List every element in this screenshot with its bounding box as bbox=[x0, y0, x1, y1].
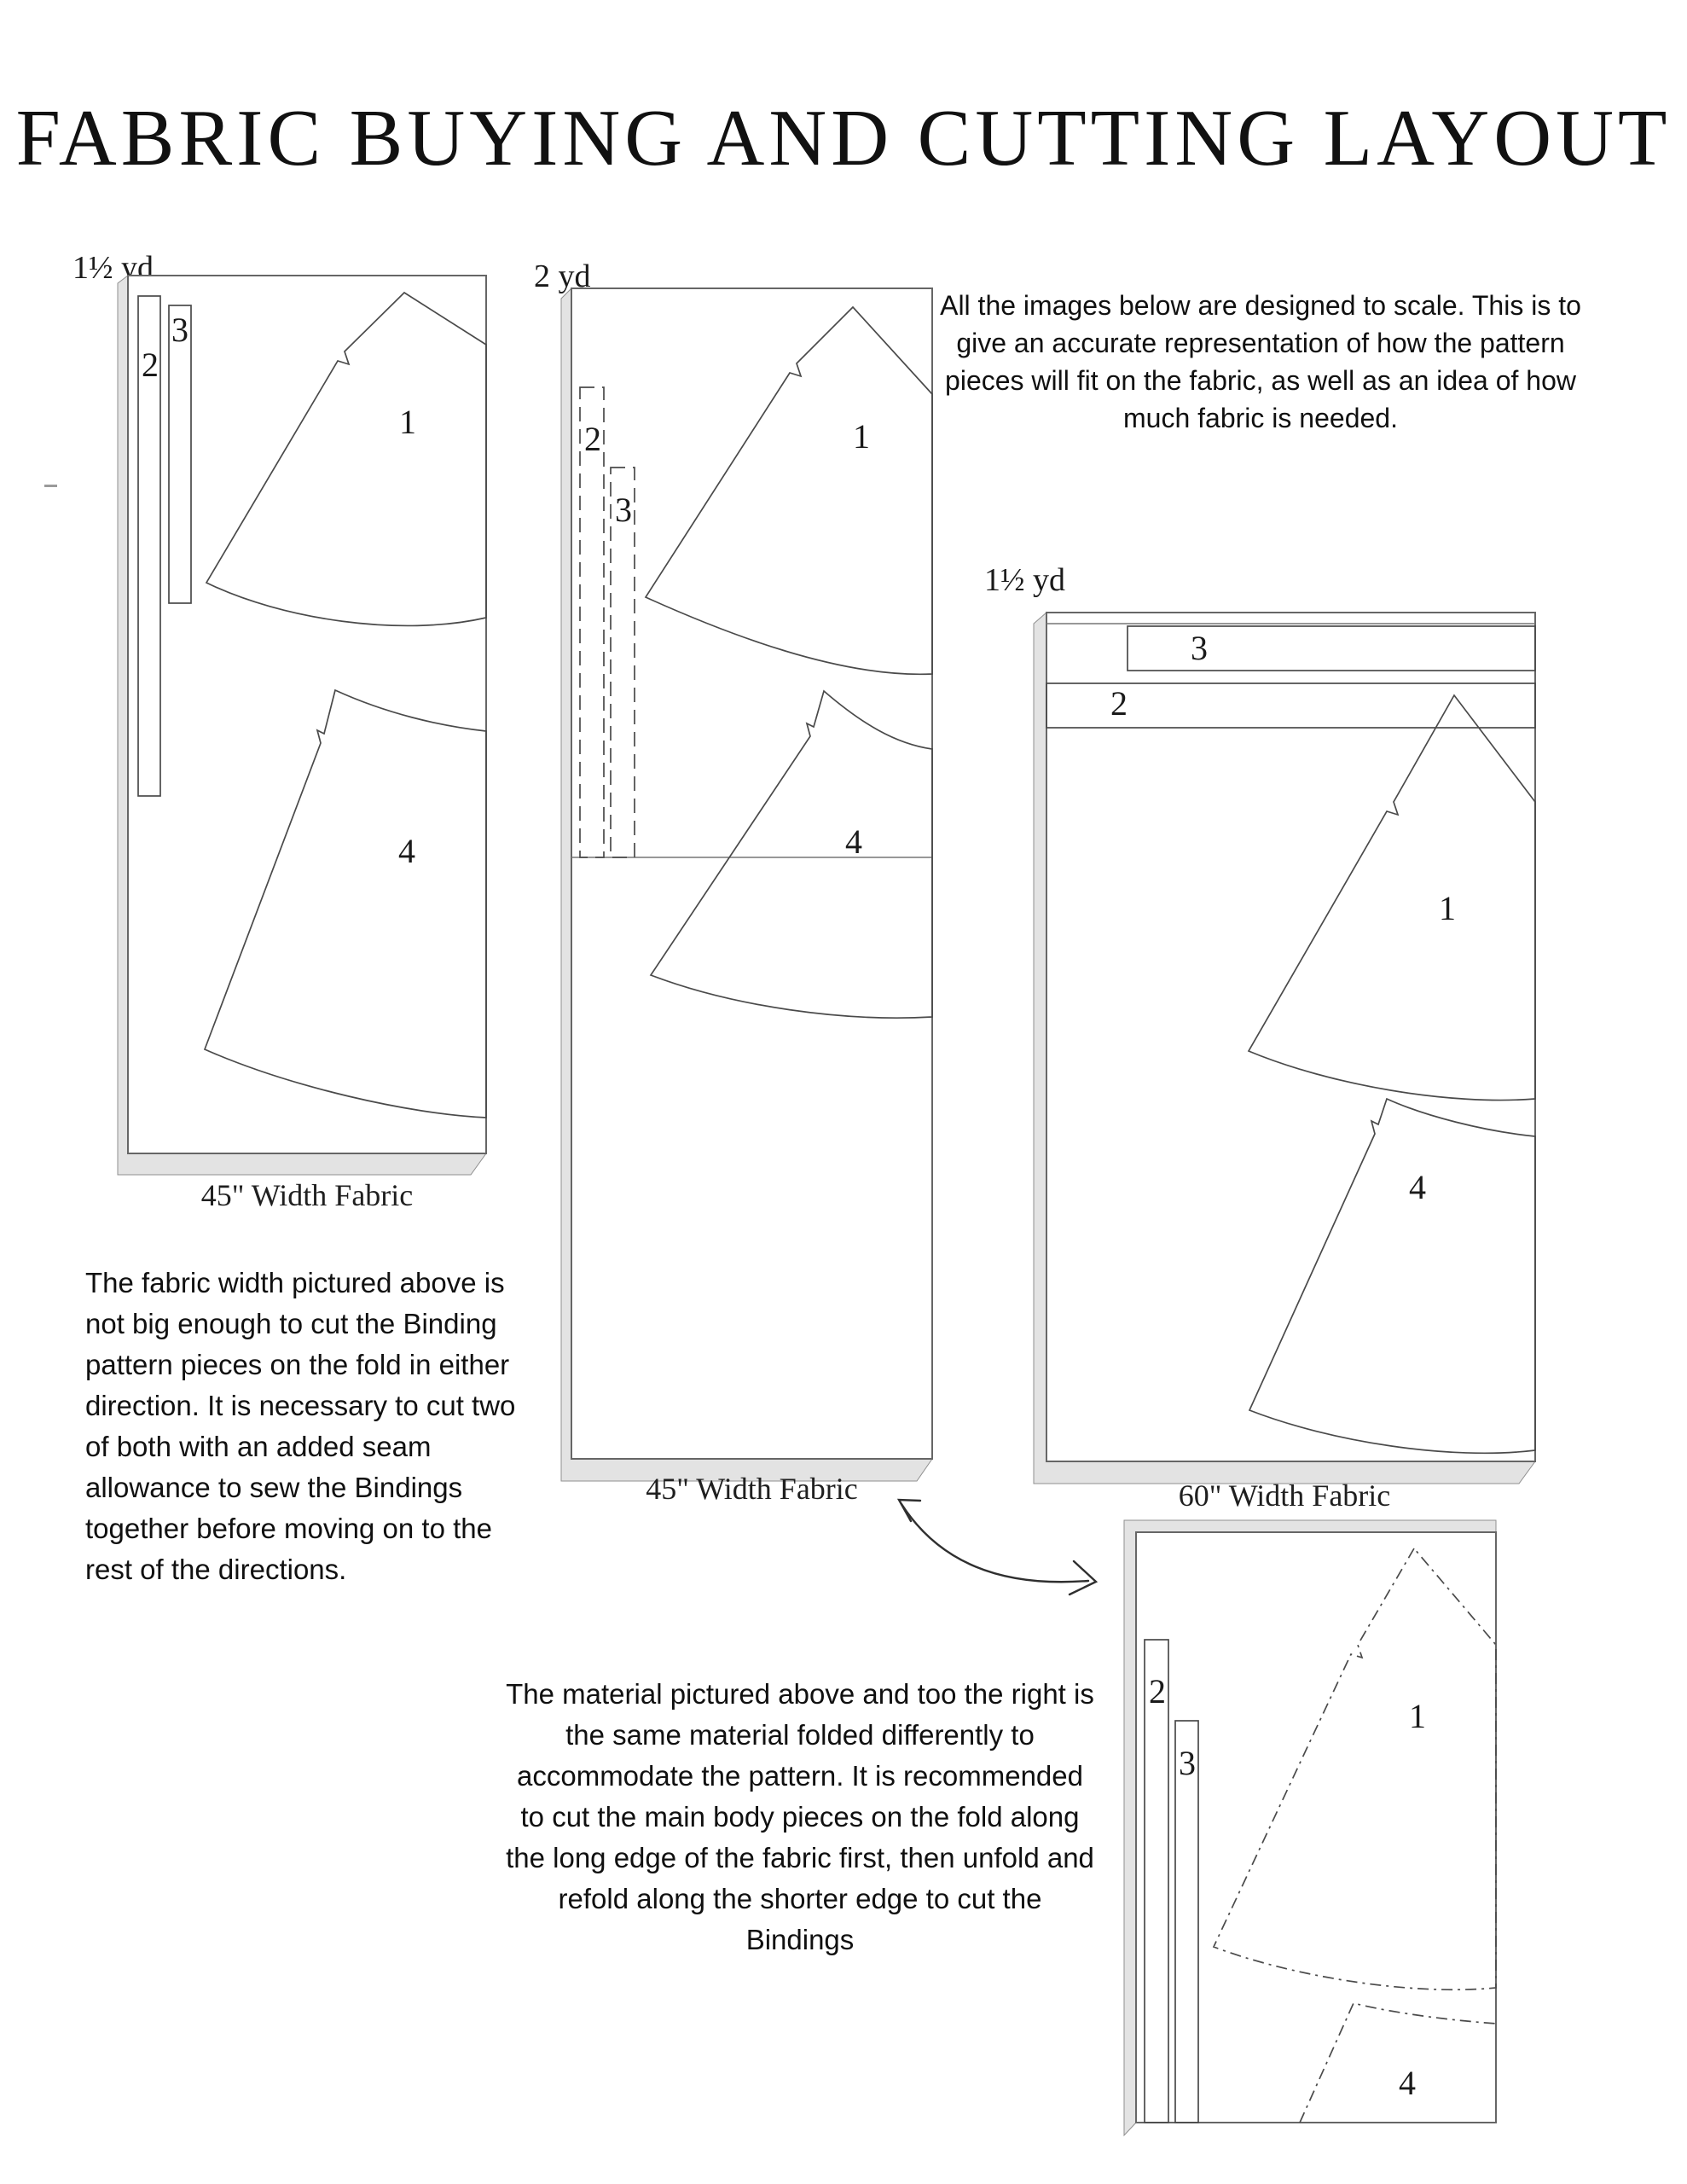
piece-4-label: 4 bbox=[1409, 1168, 1426, 1206]
piece-1-label: 1 bbox=[399, 403, 416, 441]
stray-mark bbox=[44, 485, 57, 487]
piece-3-outline bbox=[168, 305, 192, 604]
piece-2-outline bbox=[1144, 1639, 1169, 2123]
piece-2-label: 2 bbox=[1110, 684, 1128, 723]
fabric-60 bbox=[1046, 612, 1536, 1462]
piece-3-label: 3 bbox=[171, 311, 188, 349]
diagram-45-folded: 1 2 3 4 bbox=[117, 275, 487, 1176]
page-title: FABRIC BUYING AND CUTTING LAYOUT bbox=[15, 94, 1672, 183]
fabric-refolded bbox=[1135, 1531, 1497, 2123]
yardage-label-60: 1½ yd bbox=[984, 562, 1065, 598]
piece-1-label: 1 bbox=[1409, 1697, 1426, 1735]
piece-3-label: 3 bbox=[615, 491, 632, 529]
piece-1-label: 1 bbox=[1439, 889, 1456, 927]
piece-2-outline bbox=[579, 386, 605, 858]
piece-4-outline bbox=[203, 688, 487, 1118]
arrow-curve bbox=[900, 1502, 1090, 1583]
caption-45-folded: 45" Width Fabric bbox=[200, 1178, 414, 1212]
piece-3-label: 3 bbox=[1179, 1744, 1196, 1782]
piece-4-outline bbox=[649, 689, 933, 1019]
piece-1-outline bbox=[644, 305, 933, 676]
fabric-45-folded bbox=[127, 275, 487, 1154]
fabric-45-open bbox=[571, 288, 933, 1460]
piece-2-label: 2 bbox=[584, 420, 601, 458]
piece-4-label: 4 bbox=[1399, 2064, 1416, 2102]
refold-arrow-icon bbox=[896, 1498, 1099, 1596]
diagram-refolded: 2 3 1 4 bbox=[1123, 1519, 1497, 2137]
piece-1-outline bbox=[205, 291, 487, 627]
piece-3-label: 3 bbox=[1191, 629, 1208, 667]
piece-4-label: 4 bbox=[845, 822, 862, 861]
piece-2-outline bbox=[137, 295, 161, 797]
diagram-45-open: 1 2 3 4 bbox=[560, 287, 933, 1482]
piece-1-outline bbox=[1212, 1547, 1497, 1991]
diagram-60: 3 2 1 4 bbox=[1033, 611, 1536, 1484]
caption-60: 60" Width Fabric bbox=[1178, 1478, 1391, 1513]
piece-2-outline bbox=[1046, 682, 1536, 729]
scale-note: All the images below are designed to sca… bbox=[940, 290, 1581, 433]
piece-3-outline bbox=[610, 467, 635, 858]
arrow-head-left bbox=[896, 1498, 922, 1523]
piece-1-outline bbox=[1247, 694, 1536, 1101]
piece-4-label: 4 bbox=[398, 832, 415, 870]
binding-note: The fabric width pictured above is not b… bbox=[85, 1267, 516, 1585]
piece-2-label: 2 bbox=[142, 346, 159, 384]
piece-4-outline bbox=[1299, 2002, 1497, 2123]
refold-note: The material pictured above and too the … bbox=[506, 1678, 1094, 1955]
piece-2-label: 2 bbox=[1149, 1672, 1166, 1711]
piece-3-outline bbox=[1174, 1720, 1199, 2123]
piece-1-label: 1 bbox=[853, 417, 870, 456]
arrow-head-right bbox=[1068, 1560, 1099, 1596]
caption-45-open: 45" Width Fabric bbox=[646, 1472, 858, 1506]
piece-4-outline bbox=[1248, 1097, 1536, 1455]
piece-3-outline bbox=[1127, 625, 1536, 671]
